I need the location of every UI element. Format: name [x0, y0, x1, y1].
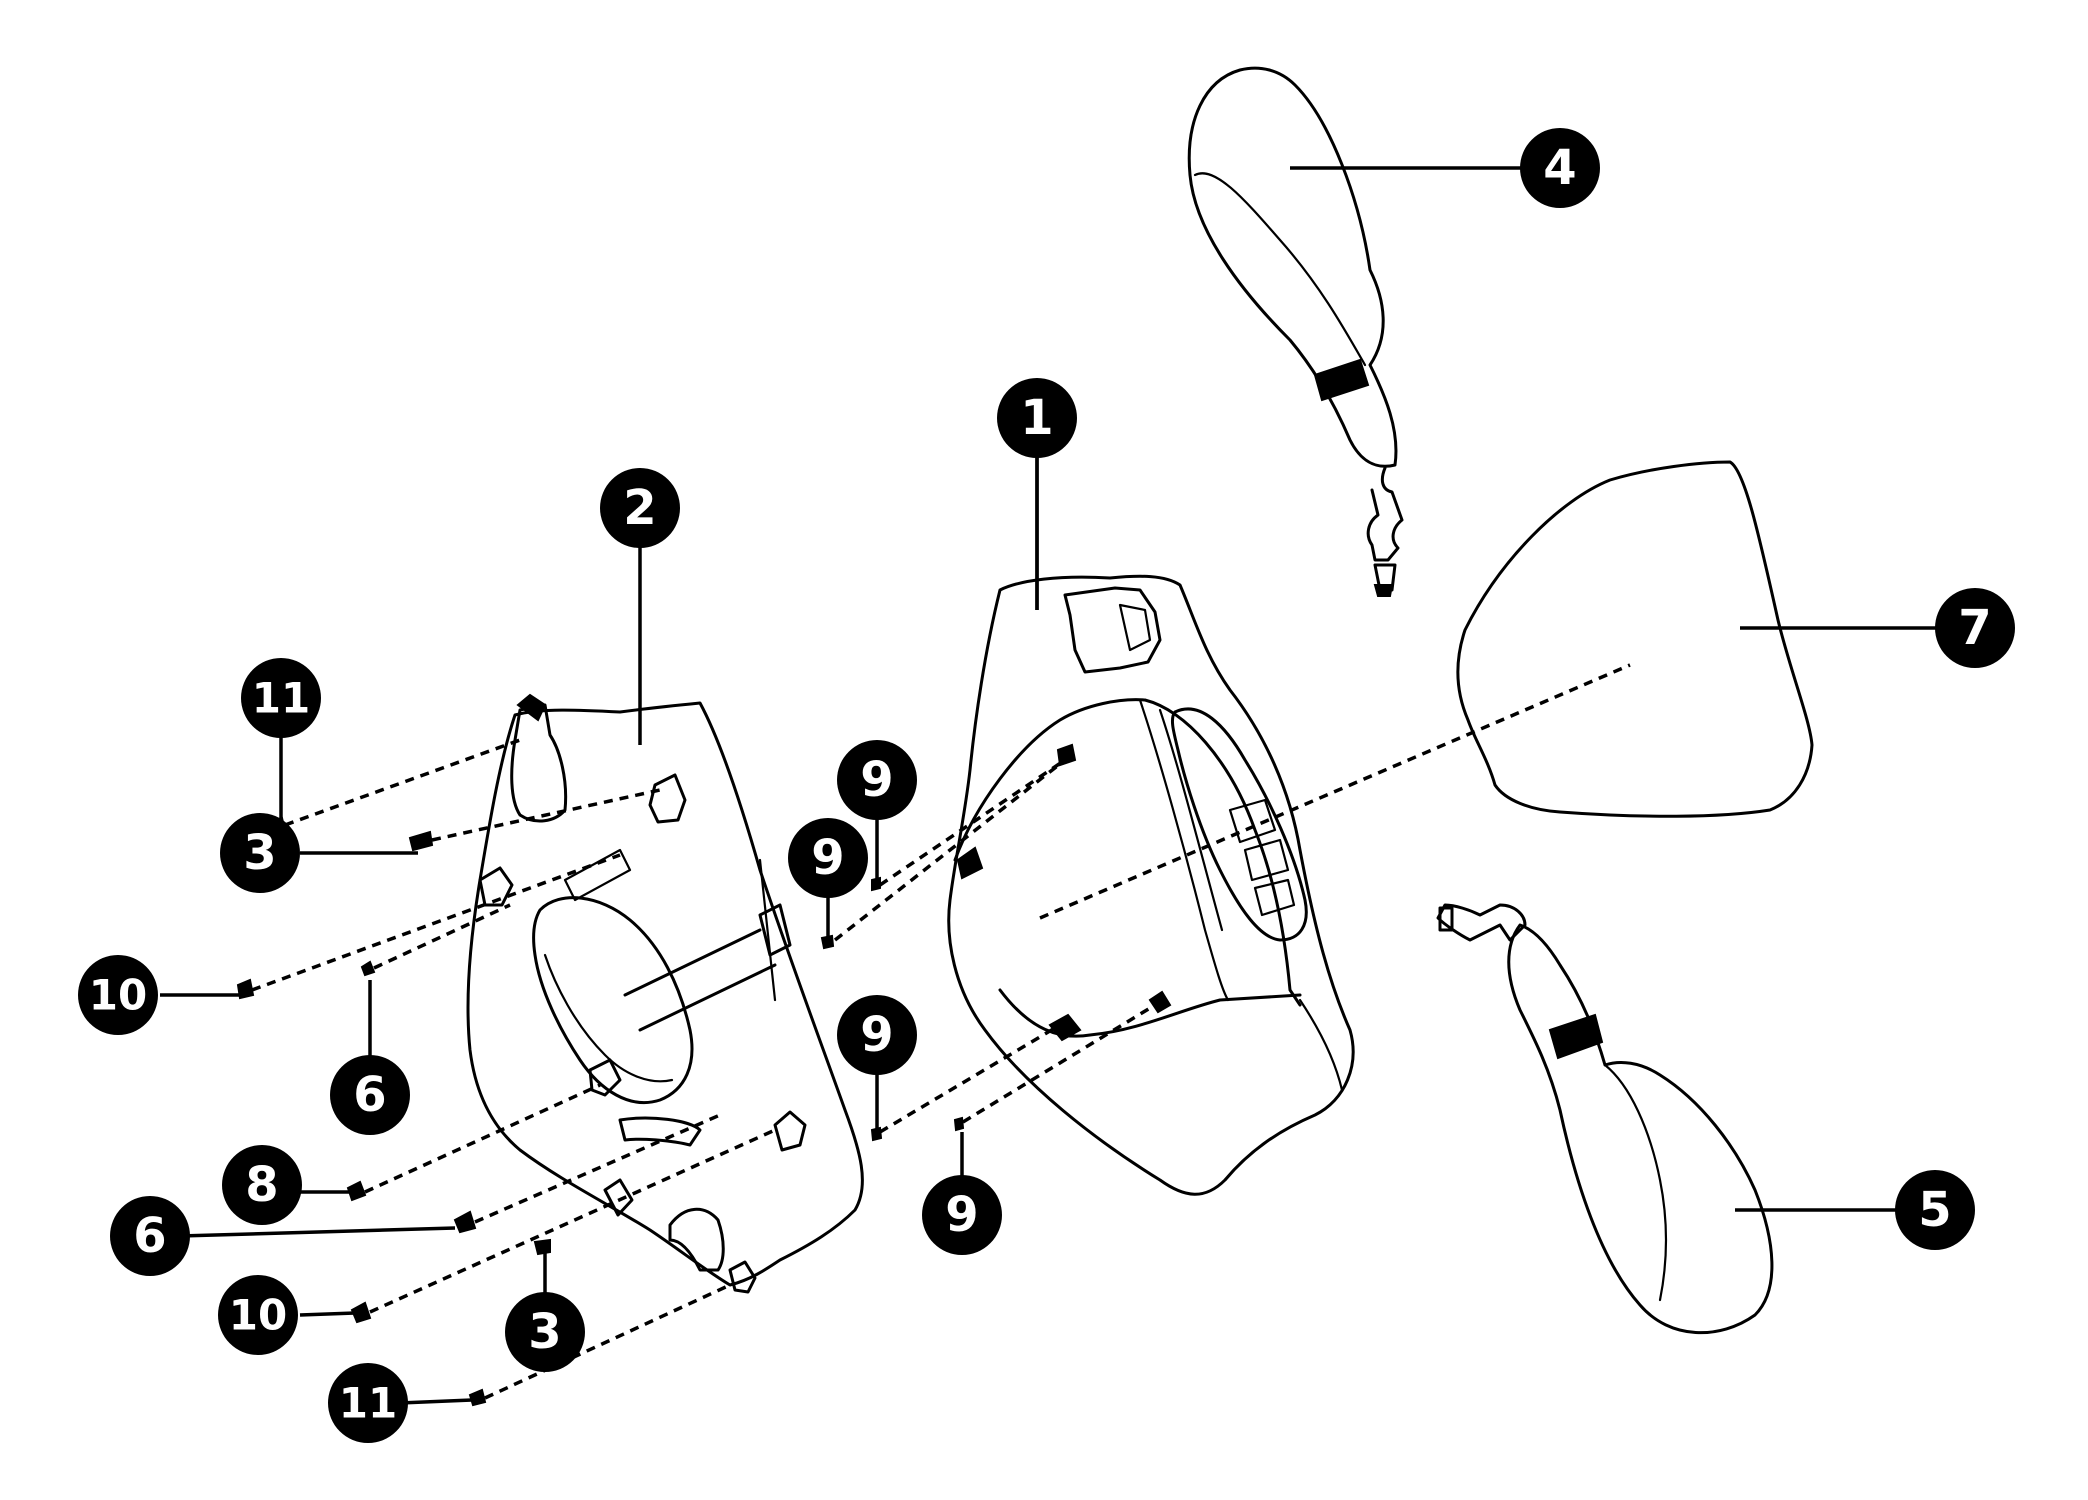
hardware-3-bottom — [533, 1238, 551, 1256]
callout-9-c: 9 — [837, 995, 917, 1075]
callout-6-top-label: 6 — [353, 1067, 386, 1123]
callout-9-a-label: 9 — [860, 752, 893, 808]
callout-10-bottom: 10 — [218, 1275, 298, 1355]
callout-8-label: 8 — [245, 1157, 278, 1213]
hardware-9-d — [953, 1116, 965, 1132]
callouts: 1 2 3 3 4 5 6 6 — [78, 128, 2015, 1443]
callout-10-top-label: 10 — [89, 971, 147, 1020]
leader-lines — [160, 166, 1940, 1405]
callout-4: 4 — [1520, 128, 1600, 208]
callout-9-a: 9 — [837, 740, 917, 820]
callout-2-label: 2 — [623, 480, 656, 536]
callout-9-d: 9 — [922, 1175, 1002, 1255]
callout-5: 5 — [1895, 1170, 1975, 1250]
part-7-mirror-glass — [1456, 460, 1814, 818]
hardware-11-bottom — [468, 1388, 487, 1407]
callout-9-c-label: 9 — [860, 1007, 893, 1063]
callout-7: 7 — [1935, 588, 2015, 668]
hardware-6-top — [360, 960, 376, 977]
part-5-lower-mirror — [1436, 903, 1774, 1335]
assembly-axes — [251, 663, 1631, 1400]
hardware — [236, 816, 965, 1407]
callout-11-bottom: 11 — [328, 1363, 408, 1443]
callout-1: 1 — [997, 378, 1077, 458]
callout-10-top: 10 — [78, 955, 158, 1035]
callout-9-d-label: 9 — [945, 1187, 978, 1243]
callout-11-bottom-label: 11 — [339, 1379, 397, 1428]
callout-4-label: 4 — [1543, 140, 1576, 196]
callout-11-top: 11 — [241, 658, 321, 738]
callout-3-bottom-label: 3 — [528, 1304, 561, 1360]
callout-9-b: 9 — [788, 818, 868, 898]
part-2-front-cover — [466, 693, 864, 1294]
part-1-rear-housing — [947, 574, 1355, 1196]
hardware-10-bottom — [350, 1301, 372, 1324]
hardware-8 — [346, 1180, 367, 1202]
callout-10-bottom-label: 10 — [229, 1291, 287, 1340]
callout-2: 2 — [600, 468, 680, 548]
hardware-6-bottom — [453, 1210, 477, 1234]
callout-7-label: 7 — [1958, 600, 1991, 656]
hardware-3-top — [408, 830, 434, 852]
callout-3-bottom: 3 — [505, 1292, 585, 1372]
callout-11-top-label: 11 — [252, 674, 310, 723]
callout-8: 8 — [222, 1145, 302, 1225]
callout-3-top-label: 3 — [243, 825, 276, 881]
part-4-upper-mirror — [1187, 66, 1404, 597]
callout-3-top: 3 — [220, 813, 300, 893]
callout-9-b-label: 9 — [811, 830, 844, 886]
callout-1-label: 1 — [1020, 390, 1053, 446]
callout-6-bottom-label: 6 — [133, 1208, 166, 1264]
callout-5-label: 5 — [1918, 1182, 1951, 1238]
callout-6-bottom: 6 — [110, 1196, 190, 1276]
callout-6-top: 6 — [330, 1055, 410, 1135]
